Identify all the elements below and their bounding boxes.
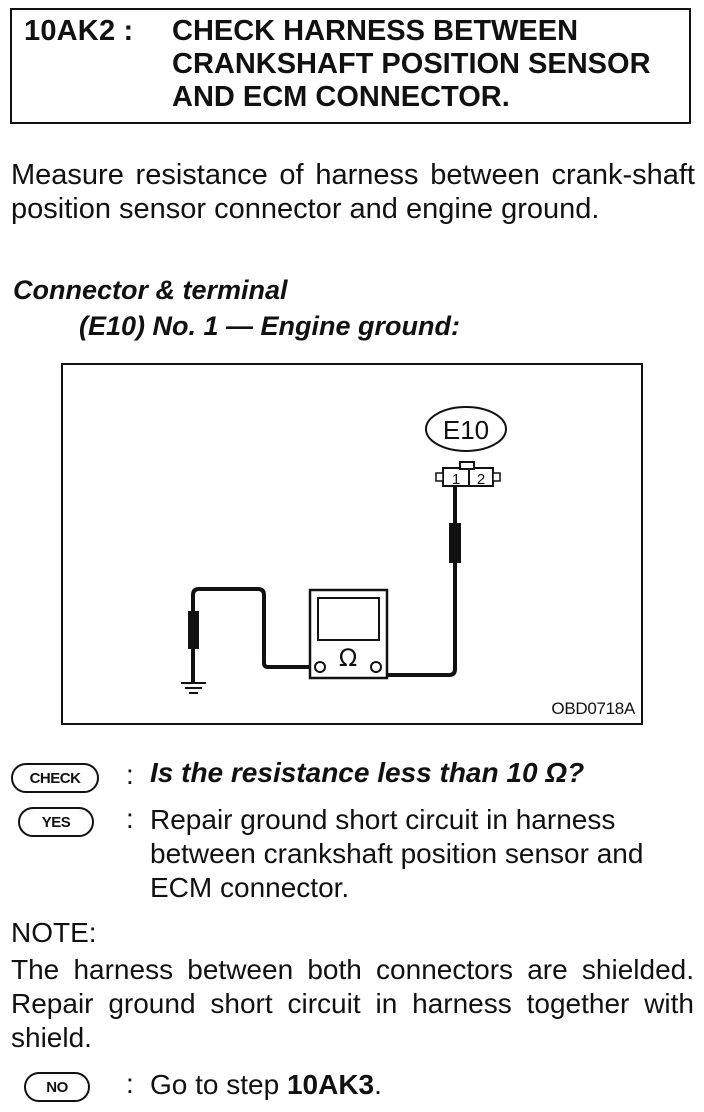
connector-detail: (E10) No. 1 — Engine ground: xyxy=(79,311,461,341)
yes-colon: : xyxy=(126,803,134,834)
probe-right-icon xyxy=(449,523,461,563)
yes-answer-line: between crankshaft position sensor and xyxy=(150,838,644,869)
connector-heading: Connector & terminal xyxy=(13,275,288,305)
probe-wire-right xyxy=(381,486,457,677)
step-title-line: AND ECM CONNECTOR. xyxy=(172,81,510,113)
pin-label-2: 2 xyxy=(477,471,485,488)
no-answer: Go to step 10AK3. xyxy=(150,1068,382,1102)
figure-code: OBD0718A xyxy=(551,699,635,718)
wiring-diagram: E10 1 2 Ω OBD07 xyxy=(61,363,643,725)
connector-e10-icon: 1 2 xyxy=(435,461,501,488)
ground-icon xyxy=(181,682,206,694)
check-badge: CHECK xyxy=(11,763,99,793)
intro-paragraph: Measure resistance of harness between cr… xyxy=(11,159,695,225)
ohm-symbol: Ω xyxy=(339,644,357,672)
yes-answer-line: ECM connector. xyxy=(150,872,350,903)
step-code: 10AK2 : xyxy=(24,15,134,47)
note-text: The harness between both connectors are … xyxy=(11,954,694,1053)
no-step-ref: 10AK3 xyxy=(286,1069,375,1100)
ohmmeter-icon xyxy=(308,588,389,680)
pin-label-1: 1 xyxy=(452,471,460,488)
step-title: CHECK HARNESS BETWEEN CRANKSHAFT POSITIO… xyxy=(172,15,687,114)
no-badge: NO xyxy=(24,1072,90,1102)
yes-answer-line: Repair ground short circuit in harness xyxy=(150,804,616,835)
check-colon: : xyxy=(126,759,134,790)
yes-answer: Repair ground short circuit in harness b… xyxy=(150,803,643,905)
no-colon: : xyxy=(126,1068,134,1099)
no-answer-prefix: Go to step xyxy=(150,1069,287,1100)
no-answer-suffix: . xyxy=(374,1069,382,1100)
check-question: Is the resistance less than 10 Ω? xyxy=(150,757,585,788)
step-title-line: CHECK HARNESS BETWEEN xyxy=(172,15,579,47)
step-title-line: CRANKSHAFT POSITION SENSOR xyxy=(172,48,651,80)
yes-badge: YES xyxy=(18,807,94,837)
wiring-diagram-drawing: E10 1 2 Ω xyxy=(181,406,507,694)
connector-label-oval xyxy=(425,406,507,452)
note-label: NOTE: xyxy=(11,917,97,948)
probe-wire-left xyxy=(191,587,321,683)
probe-left-icon xyxy=(188,611,199,649)
step-header: 10AK2 : CHECK HARNESS BETWEEN CRANKSHAFT… xyxy=(10,8,691,124)
connector-label: E10 xyxy=(443,415,489,445)
